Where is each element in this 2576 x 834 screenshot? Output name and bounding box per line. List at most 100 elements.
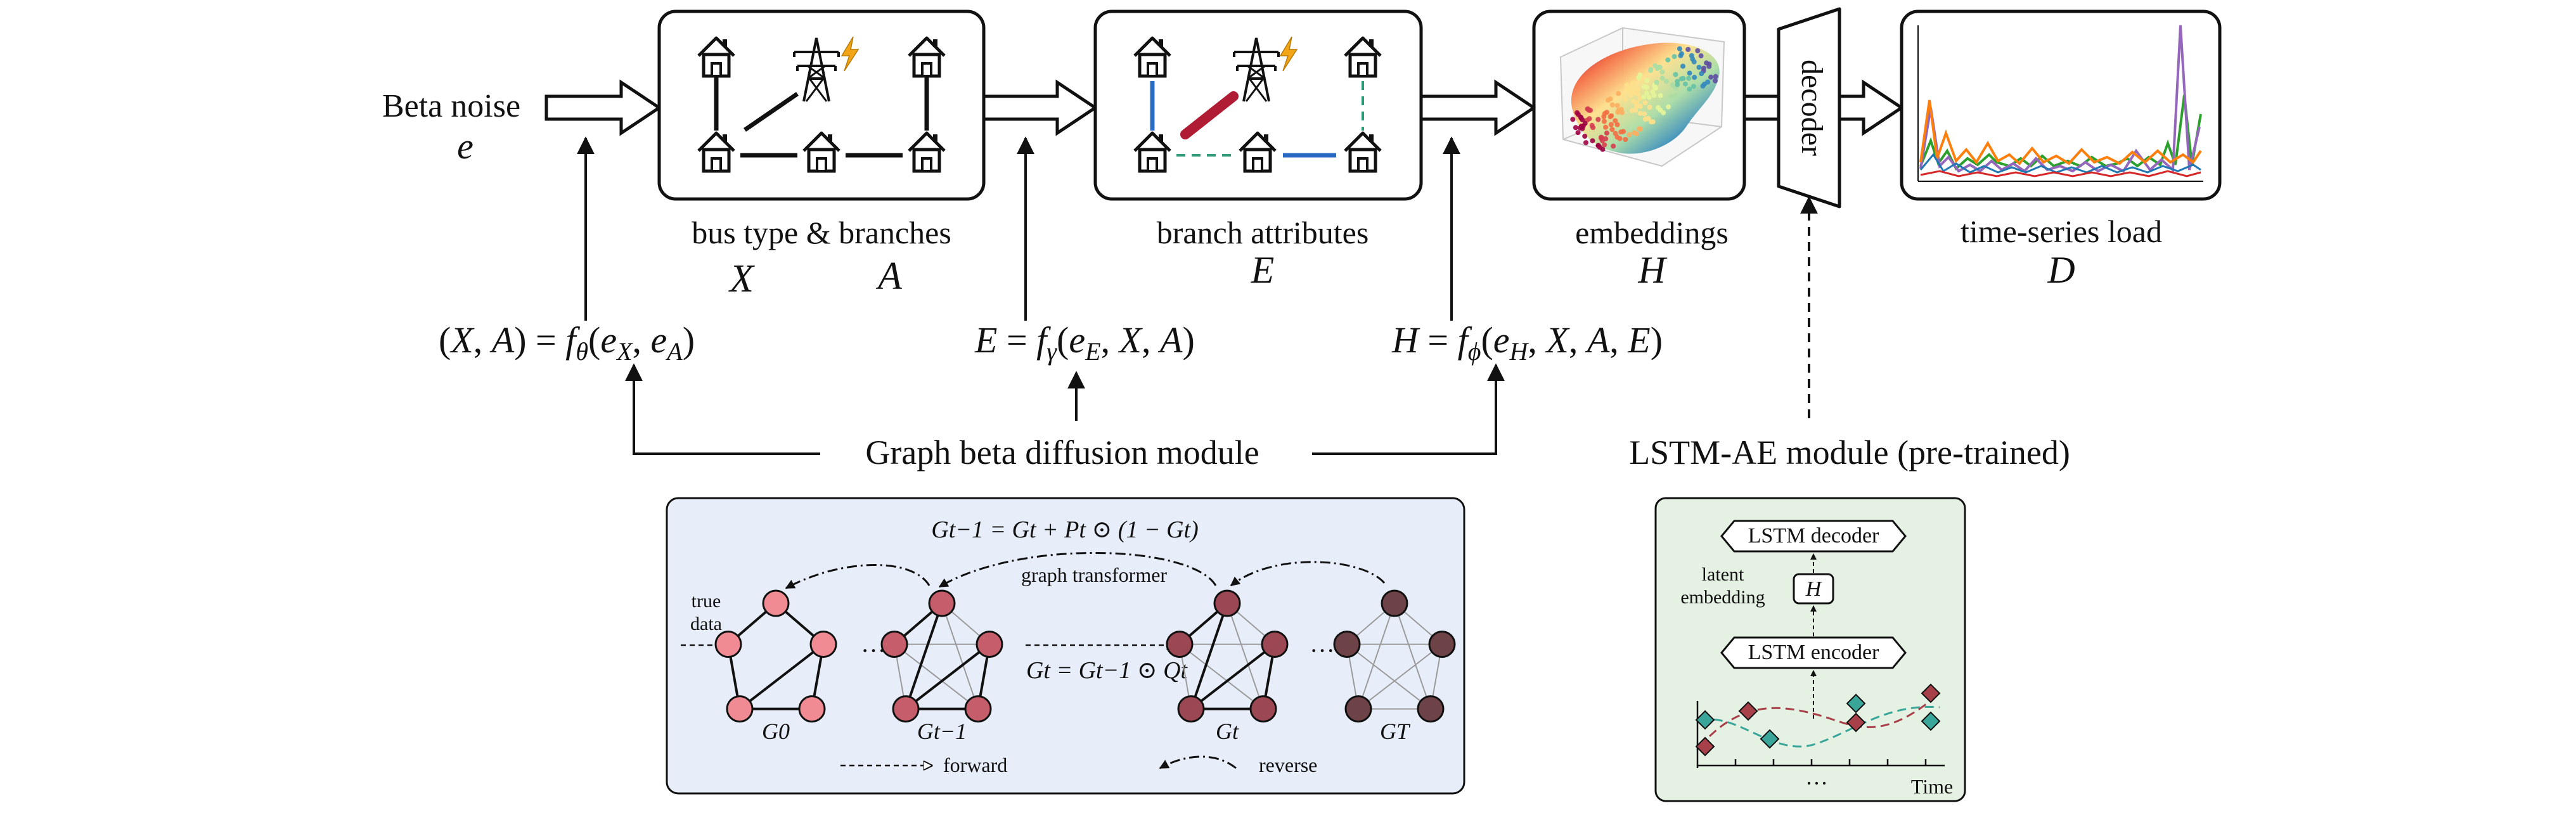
graph-node [892, 695, 920, 723]
embedding-point [1677, 46, 1682, 51]
graph-node [726, 695, 754, 723]
embedding-point [1599, 134, 1604, 140]
diffusion-module-label: Graph beta diffusion module [865, 433, 1259, 472]
graph-label-gT: GT [1380, 719, 1411, 744]
sequence-diamond [1921, 711, 1941, 731]
graph-node [1177, 695, 1205, 723]
embedding-point [1690, 84, 1696, 89]
graph-node [976, 631, 1003, 658]
ellipsis-2: ··· [1310, 636, 1335, 665]
embedding-point [1685, 47, 1691, 52]
diffusion-graph-2 [1166, 589, 1289, 723]
lstm-panel: LSTM decoder H latent embedding LSTM enc… [1654, 497, 1966, 802]
embedding-point [1705, 79, 1711, 85]
embedding-point [1578, 124, 1584, 129]
graph-node [798, 695, 826, 723]
embedding-point [1600, 146, 1606, 152]
embedding-point [1671, 54, 1677, 60]
legend-reverse-line [1159, 755, 1237, 769]
faint-edge [1346, 643, 1431, 710]
diffusion-panel: Gt−1 = Gt + Pt ⊙ (1 − Gt) graph transfor… [666, 497, 1465, 795]
embedding-point [1680, 63, 1685, 69]
embedding-point [1641, 84, 1647, 89]
equation-xa: (X, A) = fθ(eX, eA) [439, 319, 695, 366]
embedding-point [1698, 53, 1704, 59]
graph-node [880, 631, 908, 658]
load-series-purple [1919, 25, 2201, 173]
embedding-point [1616, 108, 1621, 113]
time-ticks [1734, 759, 1927, 766]
embedding-point [1641, 94, 1647, 99]
time-label: Time [1911, 775, 1953, 798]
legend-forward-label: forward [943, 754, 1007, 776]
faint-edge [1358, 603, 1395, 709]
embedding-point [1570, 117, 1576, 122]
embedding-point [1678, 53, 1684, 58]
embedding-point [1601, 119, 1607, 124]
embedding-point [1695, 48, 1701, 53]
embedding-point [1628, 93, 1633, 98]
embedding-point [1654, 80, 1659, 85]
latent-h-box [1793, 573, 1834, 605]
embedding-point [1585, 106, 1591, 112]
latent-label-1: latent [1702, 564, 1744, 585]
bus-graph-box [657, 10, 986, 201]
forward-equation: Gt = Gt−1 ⊙ Qt [1026, 657, 1188, 684]
embedding-point [1661, 110, 1666, 115]
embedding-point [1614, 103, 1620, 108]
embedding-point [1687, 70, 1692, 76]
graph-node [1249, 695, 1277, 723]
graph-node [762, 589, 790, 617]
embedding-point [1650, 119, 1656, 125]
graph-node [1417, 695, 1445, 723]
embedding-point [1583, 140, 1588, 146]
diffusion-graphs [714, 589, 1456, 723]
embedding-point [1635, 91, 1640, 97]
embedding-point [1686, 75, 1692, 81]
bus-symbol-a: A [875, 255, 903, 298]
embedding-point [1657, 65, 1663, 70]
reverse-arcs [785, 551, 1386, 589]
faint-edge [1358, 643, 1443, 710]
faint-edge [941, 603, 979, 709]
embeddings-symbol: H [1637, 249, 1668, 291]
faint-edge [894, 643, 979, 710]
embedding-point [1637, 103, 1643, 109]
embedding-point [1659, 69, 1665, 75]
embedding-point [1665, 57, 1671, 63]
embedding-point [1682, 81, 1688, 87]
sequence-diamond [1846, 693, 1866, 714]
embedding-point [1653, 86, 1659, 91]
embedding-point [1624, 82, 1630, 88]
graph-edge [905, 643, 991, 710]
embedding-point [1642, 111, 1647, 117]
embedding-point [1706, 63, 1712, 69]
embedding-point [1602, 111, 1607, 117]
embedding-point [1575, 130, 1581, 136]
teal-sequence [1699, 705, 1940, 748]
graph-label-g0: G0 [762, 719, 790, 744]
reverse-equation: Gt−1 = Gt + Pt ⊙ (1 − Gt) [931, 516, 1199, 543]
graph-node [1213, 589, 1241, 617]
equations: (X, A) = fθ(eX, eA) E = fγ(eE, X, A) H =… [439, 319, 1663, 366]
embedding-point [1607, 96, 1613, 102]
arrow-noise-to-bus [544, 79, 662, 136]
graph-node [714, 631, 742, 658]
graph-edge [738, 643, 825, 710]
load-caption: time-series load [1961, 214, 2162, 249]
graph-label-gt-1: Gt−1 [917, 719, 967, 744]
embedding-point [1673, 72, 1678, 77]
graph-transformer-label: graph transformer [1021, 563, 1167, 586]
embedding-point [1637, 96, 1642, 101]
embedding-point [1623, 96, 1628, 102]
embedding-point [1609, 102, 1615, 108]
maroon-sequence [1699, 692, 1940, 747]
sequence-diamond [1846, 712, 1866, 733]
embedding-point [1611, 143, 1616, 149]
embedding-point [1613, 131, 1618, 136]
arrow-branch-to-embed [1419, 79, 1537, 136]
embedding-point [1589, 122, 1595, 128]
embedding-point [1647, 105, 1652, 110]
true-data-label-1: true [692, 591, 721, 612]
branch-caption: branch attributes [1157, 215, 1369, 250]
